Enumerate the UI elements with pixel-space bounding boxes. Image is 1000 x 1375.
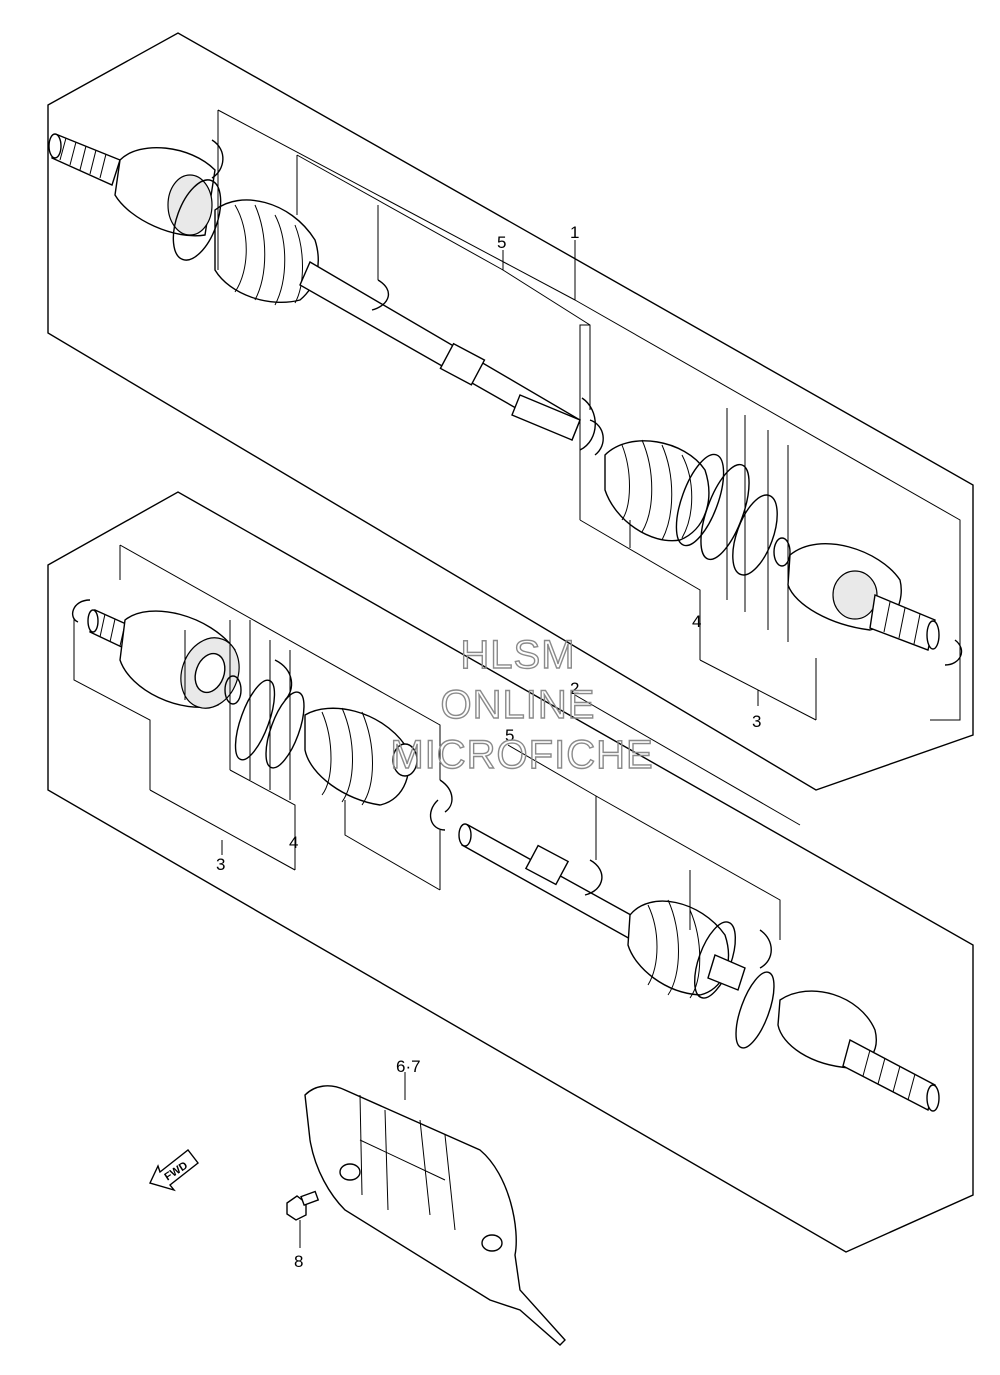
protector-plate: [304, 1072, 566, 1346]
callout-bolt: 8: [294, 1252, 303, 1271]
callout-lower-inner-joint: 3: [216, 855, 225, 874]
lower-leader-lines: [73, 544, 801, 940]
callout-upper-shaft: 5: [497, 233, 506, 252]
callout-upper-assembly: 1: [570, 223, 579, 242]
watermark-line-3: MICROFICHE: [390, 733, 653, 777]
callout-upper-boot-band: 4: [692, 612, 701, 631]
upper-assembly-frame: [47, 32, 974, 791]
upper-leader-lines: [217, 109, 961, 721]
callout-protector: 6·7: [396, 1057, 421, 1076]
callout-upper-clip: 2: [570, 679, 579, 698]
fwd-arrow-icon: FWD: [149, 1149, 199, 1192]
watermark-line-1: HLSM: [460, 633, 575, 677]
lower-drive-shaft: [71, 599, 940, 1112]
upper-drive-shaft: [48, 133, 963, 666]
callout-lower-shaft: 5: [505, 726, 514, 745]
callout-lower-boot-band: 4: [289, 833, 298, 852]
watermark-line-2: ONLINE: [441, 683, 596, 727]
bolt: [286, 1190, 320, 1248]
lower-assembly-frame: [47, 491, 974, 1253]
callout-upper-outer-joint: 3: [752, 712, 761, 731]
